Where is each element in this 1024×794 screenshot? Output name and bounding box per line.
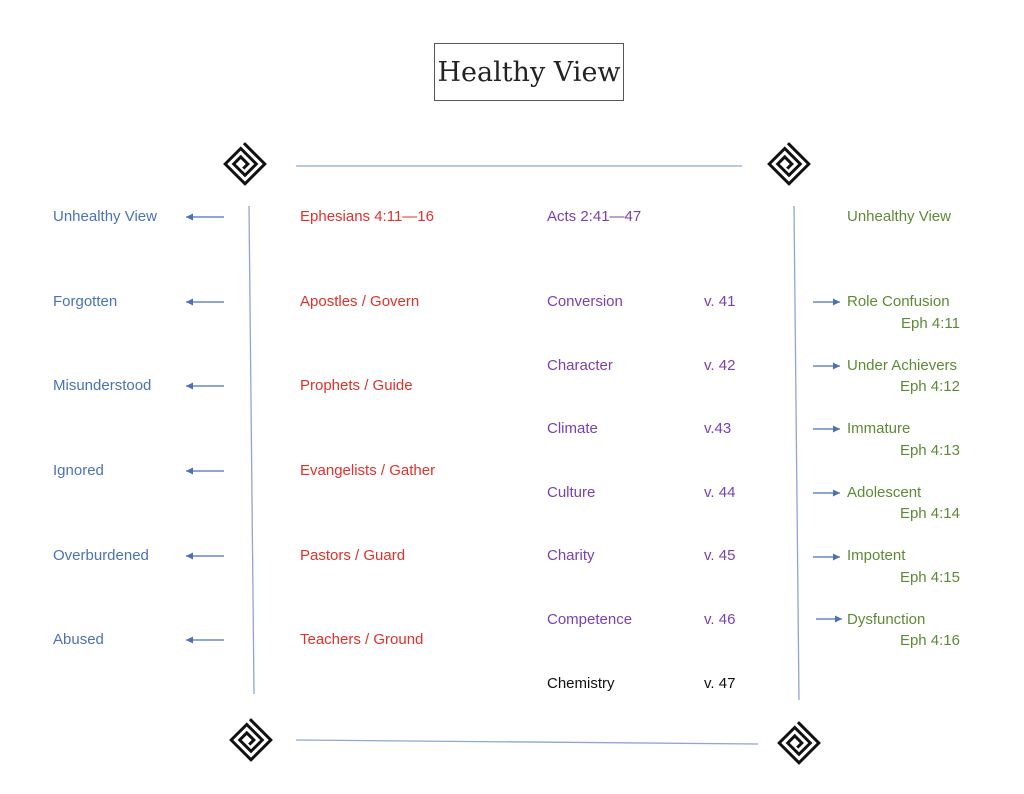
right-item-label: Immature — [847, 420, 911, 437]
right-item-label: Dysfunction — [847, 611, 926, 628]
acts-item-verse: v. 44 — [704, 484, 736, 501]
left-header: Unhealthy View — [53, 208, 157, 225]
ephesians-item: Pastors / Guard — [300, 547, 406, 564]
right-item-ref: Eph 4:15 — [899, 569, 960, 586]
acts-item-verse: v. 46 — [704, 611, 736, 628]
right-item-ref: Eph 4:11 — [901, 315, 960, 332]
right-item-ref: Eph 4:13 — [899, 442, 960, 459]
ephesians-item: Evangelists / Gather — [300, 462, 436, 479]
left-item: Misunderstood — [53, 377, 152, 394]
frame-left-line — [248, 205, 255, 695]
ephesians-header: Ephesians 4:11—16 — [300, 208, 434, 225]
right-item-ref: Eph 4:14 — [899, 505, 960, 522]
acts-item-label: Charity — [547, 547, 595, 564]
right-header: Unhealthy View — [847, 208, 951, 225]
spiral-knot-icon — [223, 142, 267, 186]
right-item-label: Impotent — [847, 547, 906, 564]
acts-item-label: Chemistry — [547, 675, 615, 692]
acts-item-label: Character — [547, 357, 613, 374]
acts-item-verse: v. 41 — [704, 293, 736, 310]
ephesians-item: Prophets / Guide — [300, 377, 413, 394]
spiral-knot-icon — [229, 718, 273, 762]
ephesians-item: Teachers / Ground — [300, 631, 424, 648]
right-item-ref: Eph 4:16 — [899, 632, 960, 649]
acts-item-verse: v. 47 — [704, 675, 736, 692]
left-item: Abused — [53, 631, 104, 648]
frame-right-line — [793, 205, 800, 701]
left-item: Forgotten — [53, 293, 118, 310]
ephesians-item: Apostles / Govern — [300, 293, 420, 310]
acts-item-verse: v.43 — [704, 420, 732, 437]
acts-item-label: Climate — [547, 420, 598, 437]
right-item-label: Adolescent — [847, 484, 922, 501]
right-item-ref: Eph 4:12 — [899, 378, 960, 395]
acts-item-label: Competence — [547, 611, 633, 628]
diagram-title: Healthy View — [434, 43, 624, 101]
acts-item-verse: v. 42 — [704, 357, 736, 374]
frame-bottom-line — [295, 739, 759, 745]
right-item-label: Role Confusion — [847, 293, 950, 310]
acts-header: Acts 2:41—47 — [547, 208, 642, 225]
acts-item-label: Conversion — [547, 293, 623, 310]
left-item: Overburdened — [53, 547, 149, 564]
spiral-knot-icon — [767, 142, 811, 186]
acts-item-verse: v. 45 — [704, 547, 736, 564]
right-item-label: Under Achievers — [847, 357, 958, 374]
spiral-knot-icon — [777, 721, 821, 765]
left-item: Ignored — [53, 462, 104, 479]
acts-item-label: Culture — [547, 484, 596, 501]
